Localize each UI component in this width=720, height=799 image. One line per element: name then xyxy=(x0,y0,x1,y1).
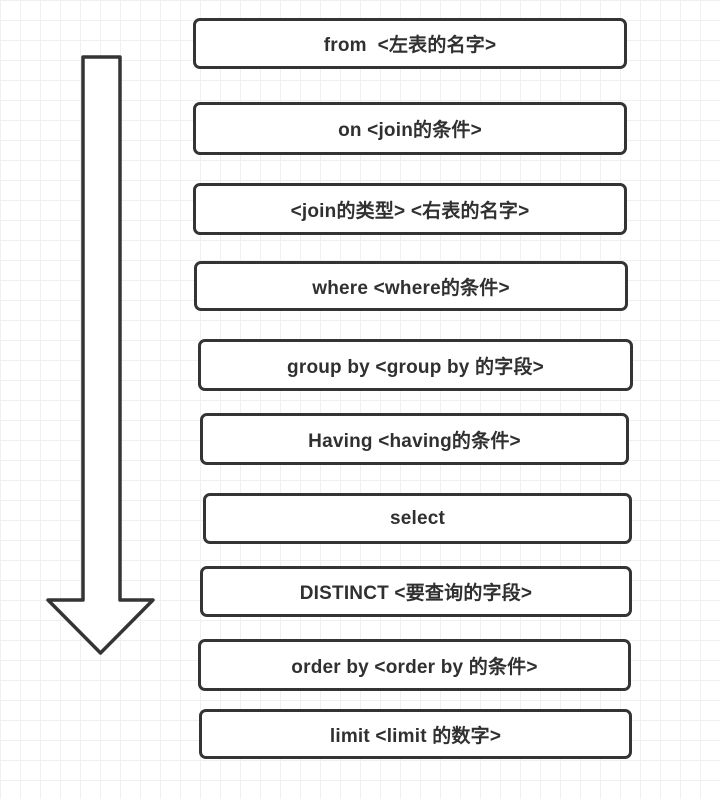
step-label-limit: limit <limit 的数字> xyxy=(329,725,502,747)
step-label-select: select xyxy=(389,507,446,529)
step-label-where: where <where的条件> xyxy=(312,277,510,299)
step-label-distinct: DISTINCT <要查询的字段> xyxy=(299,583,533,604)
step-label-join-type: <join的类型> <右表的名字> xyxy=(290,200,530,222)
step-box-from: from <左表的名字> xyxy=(193,18,627,69)
step-label-having: Having <having的条件> xyxy=(308,430,521,452)
step-label-group-by: group by <group by 的字段> xyxy=(287,356,544,378)
step-label-from: from <左表的名字> xyxy=(323,35,497,56)
step-label-order-by: order by <order by 的条件> xyxy=(291,656,538,678)
step-box-on: on <join的条件> xyxy=(193,102,627,155)
step-box-group-by: group by <group by 的字段> xyxy=(198,339,633,391)
step-box-limit: limit <limit 的数字> xyxy=(199,709,632,759)
step-box-having: Having <having的条件> xyxy=(200,413,629,465)
step-box-select: select xyxy=(203,493,632,544)
step-box-distinct: DISTINCT <要查询的字段> xyxy=(200,566,632,617)
step-box-where: where <where的条件> xyxy=(194,261,628,311)
step-box-join-type: <join的类型> <右表的名字> xyxy=(193,183,627,235)
step-label-on: on <join的条件> xyxy=(338,120,482,141)
step-box-order-by: order by <order by 的条件> xyxy=(198,639,631,691)
